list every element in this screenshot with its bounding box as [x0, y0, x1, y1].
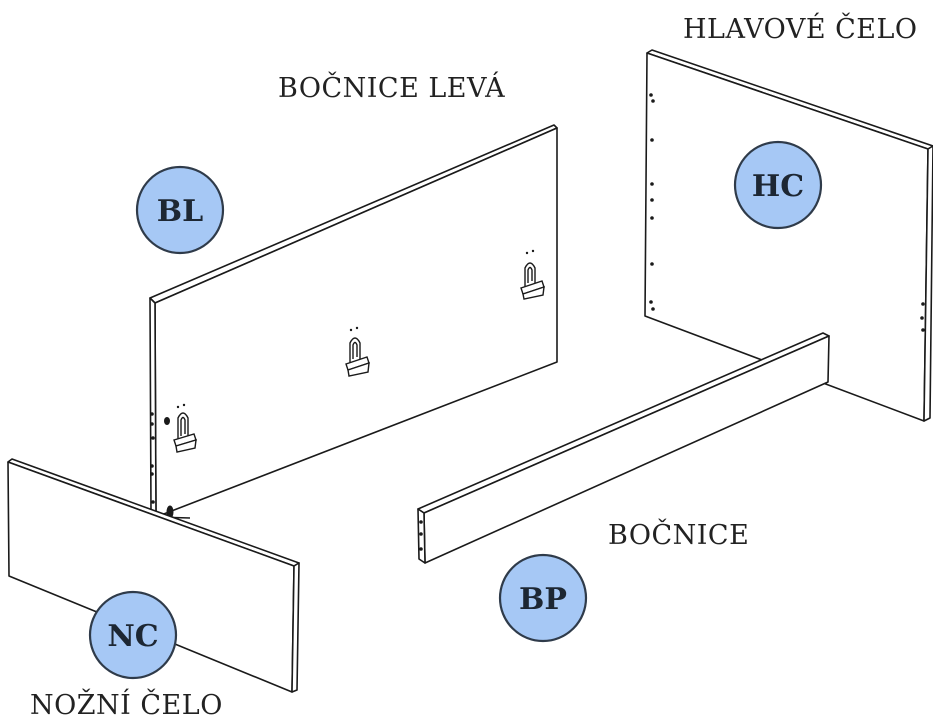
- badge-nc-text: NC: [107, 619, 158, 654]
- label-foot-board: NOŽNÍ ČELO: [30, 690, 223, 721]
- badge-nc: NC: [88, 590, 178, 680]
- badge-bp: BP: [498, 553, 588, 643]
- panel-side-rail: [417, 332, 830, 564]
- panel-head-board: [644, 49, 933, 422]
- side-rail-holes: [419, 520, 423, 551]
- label-left-side: BOČNICE LEVÁ: [278, 73, 506, 104]
- badge-bl: BL: [135, 165, 225, 255]
- bracket-hardware: [173, 262, 545, 453]
- panel-foot-board: [7, 458, 300, 693]
- badge-bp-text: BP: [519, 582, 567, 617]
- badge-hc: HC: [733, 140, 823, 230]
- badge-hc-text: HC: [752, 169, 804, 204]
- badge-bl-text: BL: [157, 194, 203, 229]
- head-board-holes: [649, 93, 925, 332]
- panel-left-side: [149, 124, 558, 519]
- label-side-rail: BOČNICE: [608, 520, 750, 551]
- left-side-holes: [150, 249, 535, 504]
- label-head-board: HLAVOVÉ ČELO: [683, 14, 918, 45]
